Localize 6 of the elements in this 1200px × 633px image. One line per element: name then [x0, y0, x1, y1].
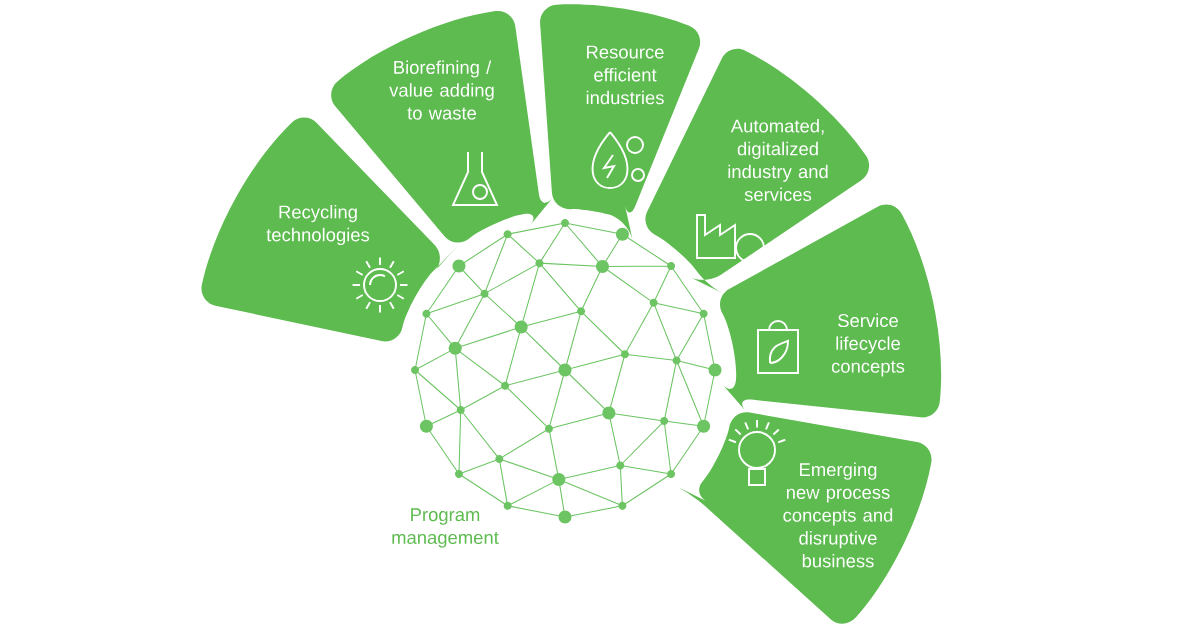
node-label: Biorefining / value adding to waste	[389, 60, 494, 120]
segment-box: Emerging new process concepts and disruptive business	[675, 412, 932, 624]
segment-box: Service lifecycle concepts	[720, 204, 942, 418]
caption-text: Program management	[392, 508, 499, 548]
node-label: Automated, digitalized industry and services	[728, 118, 828, 202]
segment-box: Resource efficient industries	[540, 4, 701, 240]
